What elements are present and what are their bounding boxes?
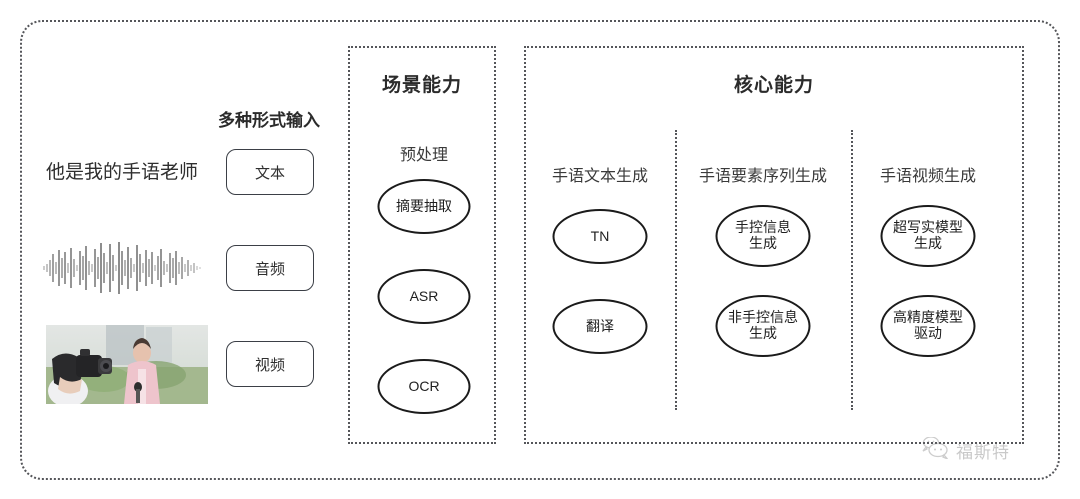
- core-column-divider-2: [851, 130, 853, 410]
- audio-waveform-icon: [42, 238, 202, 298]
- core-column-divider-1: [675, 130, 677, 410]
- node-hyperrealistic-model-generation[interactable]: 超写实模型 生成: [880, 205, 976, 267]
- scene-capability-subtitle: 预处理: [399, 147, 449, 164]
- node-high-precision-model-driving[interactable]: 高精度模型 驱动: [880, 295, 976, 357]
- core-column-header-element-sequence: 手语要素序列生成: [698, 168, 828, 185]
- node-manual-signal-generation[interactable]: 手控信息 生成: [715, 205, 811, 267]
- core-capability-title: 核心能力: [733, 75, 814, 96]
- watermark-text: 福斯特: [956, 443, 1010, 462]
- node-tn[interactable]: TN: [552, 209, 648, 264]
- core-capability-box: 核心能力 手语文本生成 TN 翻译 手语要素序列生成 手控信息 生成 非手控信息…: [524, 46, 1024, 444]
- node-translation[interactable]: 翻译: [552, 299, 648, 354]
- outer-frame: [20, 20, 1060, 480]
- input-text-sentence: 他是我的手语老师: [46, 162, 199, 183]
- modality-pill-text[interactable]: 文本: [226, 149, 314, 195]
- node-ocr[interactable]: OCR: [377, 359, 471, 414]
- modality-pill-video[interactable]: 视频: [226, 341, 314, 387]
- watermark: 福斯特: [920, 436, 1010, 464]
- wechat-bubbles-icon: [920, 436, 950, 464]
- node-non-manual-signal-generation[interactable]: 非手控信息 生成: [715, 295, 811, 357]
- modality-pill-audio[interactable]: 音频: [226, 245, 314, 291]
- node-summary-extraction[interactable]: 摘要抽取: [377, 179, 471, 234]
- video-thumbnail: [46, 325, 208, 404]
- input-section-heading: 多种形式输入: [218, 111, 320, 130]
- node-asr[interactable]: ASR: [377, 269, 471, 324]
- scene-capability-title: 场景能力: [381, 75, 462, 96]
- scene-capability-box: 场景能力 预处理 摘要抽取 ASR OCR: [348, 46, 496, 444]
- core-column-header-text-generation: 手语文本生成: [551, 168, 649, 185]
- core-column-header-video-generation: 手语视频生成: [879, 168, 977, 185]
